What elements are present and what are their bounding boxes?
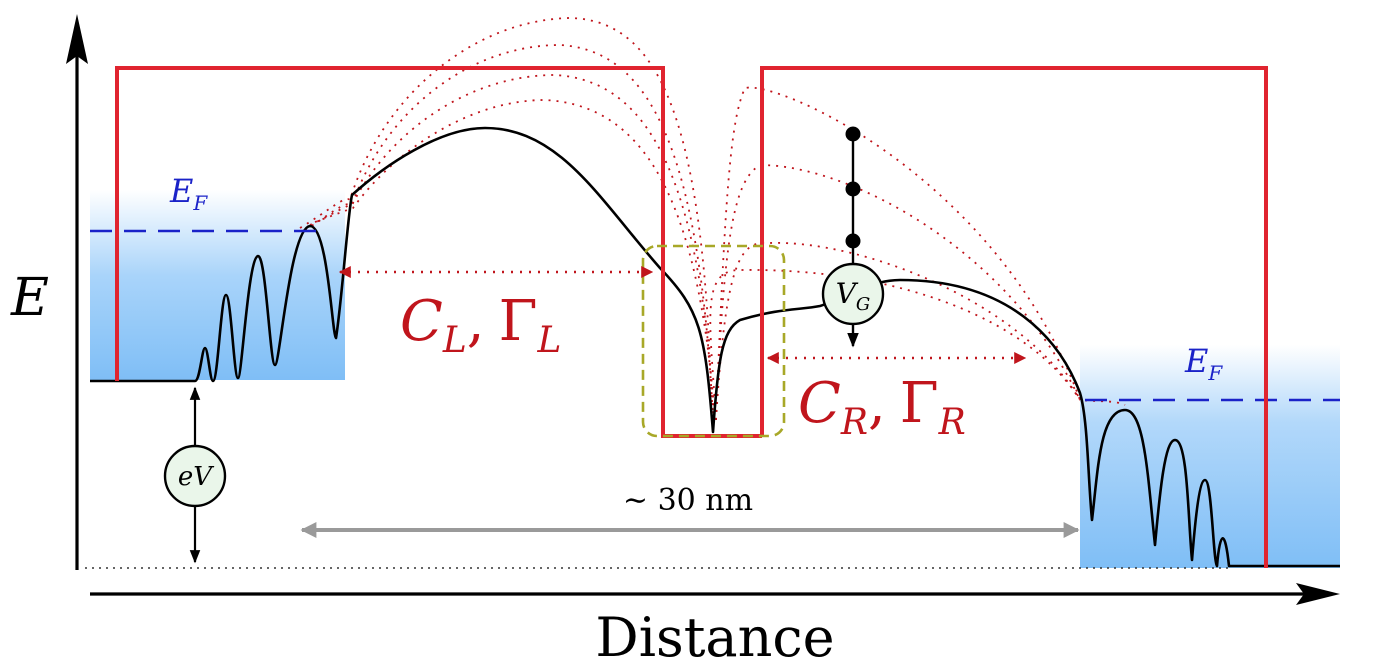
left-coupling-label: CL,ΓL: [400, 289, 561, 361]
distance-axis-label: Distance: [595, 606, 834, 664]
left-fermi-label: EF: [169, 172, 208, 215]
gate-level-dot-2: [845, 181, 861, 197]
island-region-box: [641, 244, 786, 438]
bias-voltage-circle: [163, 444, 227, 508]
gate-level-dot-3: [845, 233, 861, 249]
distance-axis-arrowhead: [1296, 583, 1340, 605]
potential-profile-curve: [90, 126, 1340, 568]
right-coupling-label: CR,ΓR: [798, 371, 966, 443]
right-lead-fill: [1080, 345, 1340, 568]
gate-voltage-label: VG: [836, 277, 871, 315]
right-fermi-label: EF: [1184, 342, 1223, 385]
energy-axis-label: E: [10, 268, 49, 328]
length-scale-label: ∼ 30 nm: [623, 483, 753, 518]
bias-voltage-label: eV: [178, 462, 214, 492]
right-electrode-outline: [760, 66, 1268, 568]
gate-level-dot-1: [845, 126, 861, 142]
energy-axis-arrowhead: [66, 14, 88, 64]
gate-voltage-circle: [821, 262, 885, 326]
gate-dependent-potential-profiles: [299, 17, 1126, 421]
